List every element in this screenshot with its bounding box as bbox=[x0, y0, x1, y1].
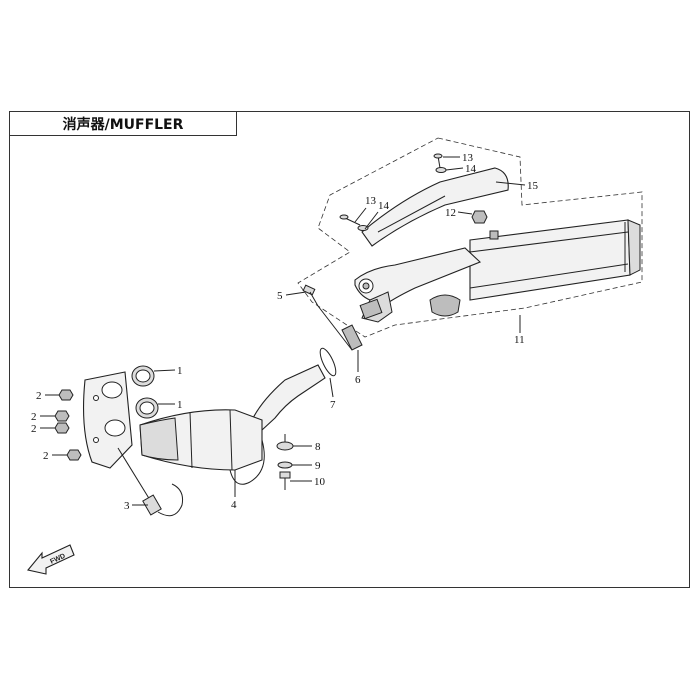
heat-shield bbox=[361, 167, 509, 247]
fwd-direction-arrow: FWD bbox=[27, 544, 75, 575]
mount-washer-rubber bbox=[276, 441, 294, 451]
pipe-clamp bbox=[317, 305, 363, 351]
title-box: 消声器/MUFFLER bbox=[9, 111, 237, 136]
clamp-bolt bbox=[302, 284, 319, 307]
flange-nut-1 bbox=[58, 389, 74, 401]
callout-9: 9 bbox=[315, 460, 321, 472]
callout-10: 10 bbox=[314, 476, 326, 488]
callout-2-d: 2 bbox=[43, 450, 49, 462]
callout-3: 3 bbox=[124, 500, 130, 512]
callout-1-upper: 1 bbox=[177, 365, 183, 377]
callout-14-upper: 14 bbox=[465, 163, 477, 175]
callout-14-lower: 14 bbox=[378, 200, 390, 212]
exhaust-flange bbox=[82, 371, 133, 469]
callout-2-b: 2 bbox=[31, 411, 37, 423]
callout-2-c: 2 bbox=[31, 423, 37, 435]
exhaust-gasket-upper bbox=[131, 365, 155, 387]
oxygen-sensor bbox=[117, 447, 183, 517]
heat-shield-screw-lower bbox=[339, 214, 361, 226]
heat-shield-screw-upper bbox=[433, 153, 443, 169]
callout-1-lower: 1 bbox=[177, 399, 183, 411]
canister-nut bbox=[471, 210, 488, 224]
callout-4: 4 bbox=[231, 499, 237, 511]
callout-6: 6 bbox=[355, 374, 361, 386]
callout-12: 12 bbox=[445, 207, 456, 219]
muffler-bracket bbox=[354, 247, 482, 323]
flange-nut-3 bbox=[54, 422, 70, 434]
mount-washer-flat bbox=[277, 461, 293, 469]
callout-13-upper: 13 bbox=[462, 152, 474, 164]
flange-nut-4 bbox=[66, 449, 82, 461]
callout-13-lower: 13 bbox=[365, 195, 377, 207]
callout-2-a: 2 bbox=[36, 390, 42, 402]
pipe-gasket bbox=[319, 347, 337, 377]
header-pipe-catalytic-converter bbox=[139, 364, 326, 485]
assembly-boundary bbox=[297, 137, 643, 338]
muffler-canister bbox=[429, 219, 641, 317]
diagram-frame bbox=[9, 111, 690, 588]
exhaust-gasket-lower bbox=[135, 397, 159, 419]
page-title: 消声器/MUFFLER bbox=[62, 116, 184, 133]
callout-7: 7 bbox=[330, 399, 336, 411]
callout-15: 15 bbox=[527, 180, 539, 192]
mount-bolt bbox=[279, 434, 291, 490]
callout-11: 11 bbox=[514, 334, 525, 346]
callout-8: 8 bbox=[315, 441, 321, 453]
callout-5: 5 bbox=[277, 290, 283, 302]
heat-shield-washer-lower bbox=[357, 225, 369, 231]
leader-lines bbox=[40, 156, 526, 506]
heat-shield-washer-upper bbox=[435, 167, 447, 173]
flange-nut-2 bbox=[54, 410, 70, 422]
